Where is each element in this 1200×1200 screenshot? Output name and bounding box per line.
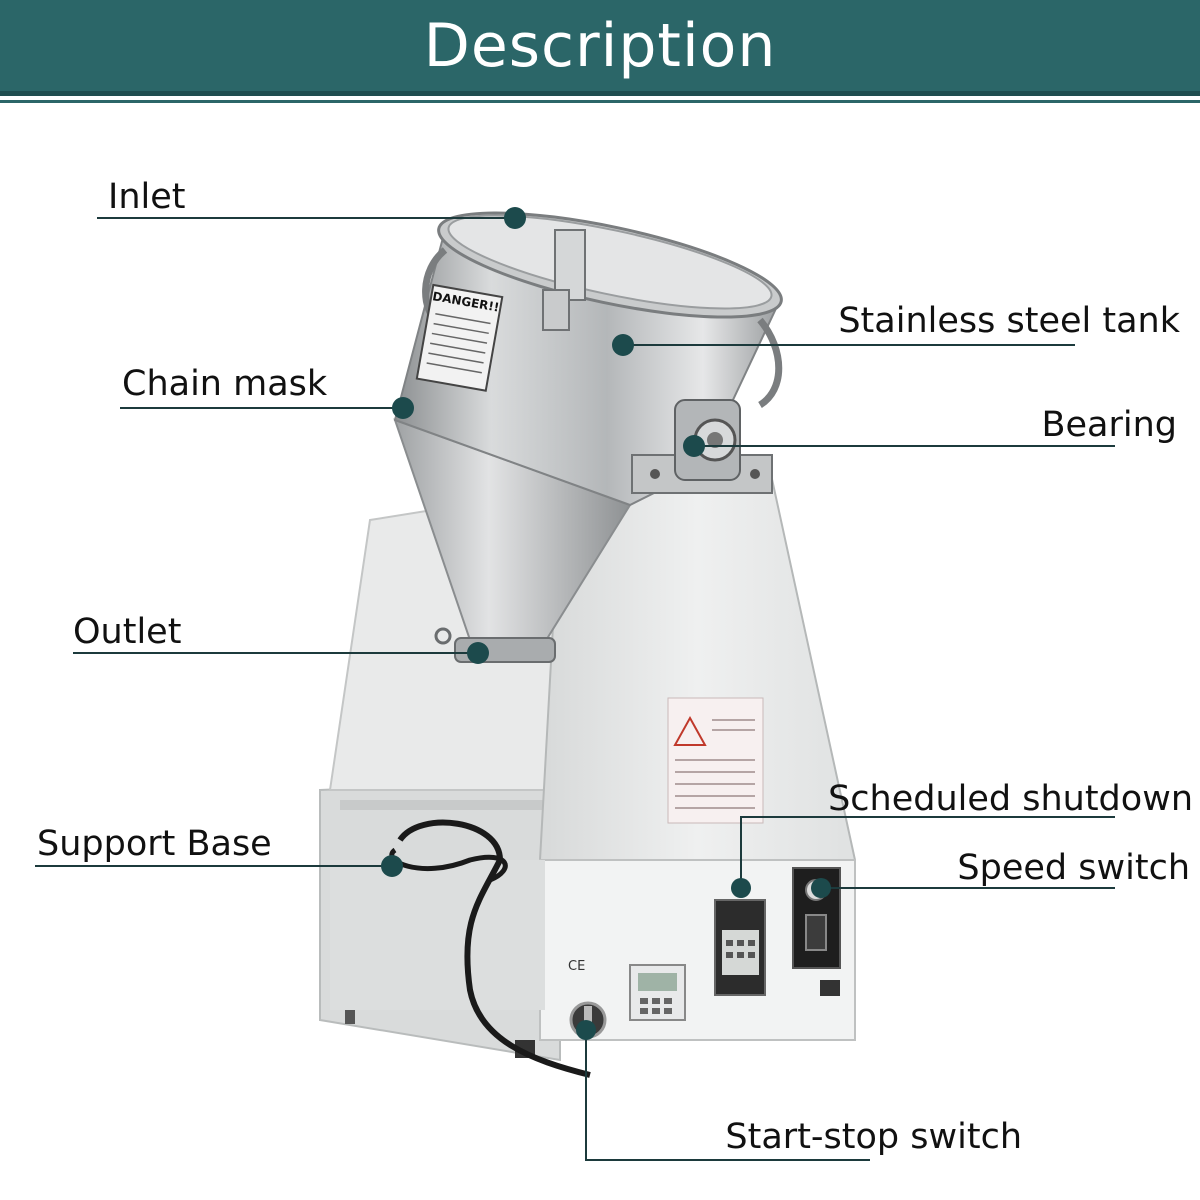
control-devices: CE — [568, 867, 841, 1039]
label-speed-switch: Speed switch — [957, 848, 1190, 888]
label-outlet: Outlet — [73, 612, 181, 652]
label-bearing: Bearing — [1041, 405, 1177, 445]
label-support-base: Support Base — [37, 824, 272, 864]
bearing-marker-dot — [683, 435, 705, 457]
ce-mark: CE — [568, 959, 585, 974]
start-stop-marker-dot — [576, 1020, 596, 1040]
start-stop-lever — [584, 1006, 592, 1028]
page-title: Description — [423, 11, 777, 81]
scheduled-shutdown-marker-dot — [731, 878, 751, 898]
foot-right — [820, 980, 840, 996]
lid-latch — [542, 289, 570, 331]
speed-rocker — [805, 914, 827, 951]
bearing-shaft — [707, 432, 723, 448]
label-start-stop-switch: Start-stop switch — [725, 1117, 1022, 1157]
start-stop-leader — [585, 1030, 870, 1161]
marker-dots — [381, 207, 831, 1040]
callout-labels: Inlet Chain mask Outlet Support Base Sta… — [37, 177, 1193, 1157]
bearing-bolt — [750, 469, 760, 479]
speed-switch-marker-dot — [811, 878, 831, 898]
chain-mask-marker-dot — [392, 397, 414, 419]
label-stainless-steel-tank: Stainless steel tank — [838, 301, 1180, 341]
power-cord — [397, 819, 591, 1078]
warning-triangle-icon — [673, 715, 707, 746]
title-underline — [0, 100, 1200, 103]
timer-screen — [638, 973, 677, 991]
bearing-assembly — [631, 399, 773, 494]
outlet-marker-dot — [467, 642, 489, 664]
outlet-clamp-ring — [434, 627, 452, 645]
label-scheduled-shutdown: Scheduled shutdown — [828, 779, 1193, 819]
bearing-bolt — [650, 469, 660, 479]
label-chain-mask: Chain mask — [122, 364, 328, 404]
support-base-marker-dot — [381, 855, 403, 877]
tank-lid — [447, 214, 773, 310]
lid-latch — [554, 229, 586, 301]
label-inlet: Inlet — [108, 177, 186, 217]
base-floor — [330, 860, 545, 1010]
title-banner: Description — [0, 0, 1200, 96]
tank-handle-right — [757, 317, 783, 408]
inlet-marker-dot — [504, 207, 526, 229]
scheduled-shutdown-leader — [740, 816, 1115, 888]
support-base-back — [340, 800, 560, 810]
leader-lines — [35, 217, 1115, 1161]
foot-back — [345, 1010, 355, 1024]
tank-marker-dot — [612, 334, 634, 356]
